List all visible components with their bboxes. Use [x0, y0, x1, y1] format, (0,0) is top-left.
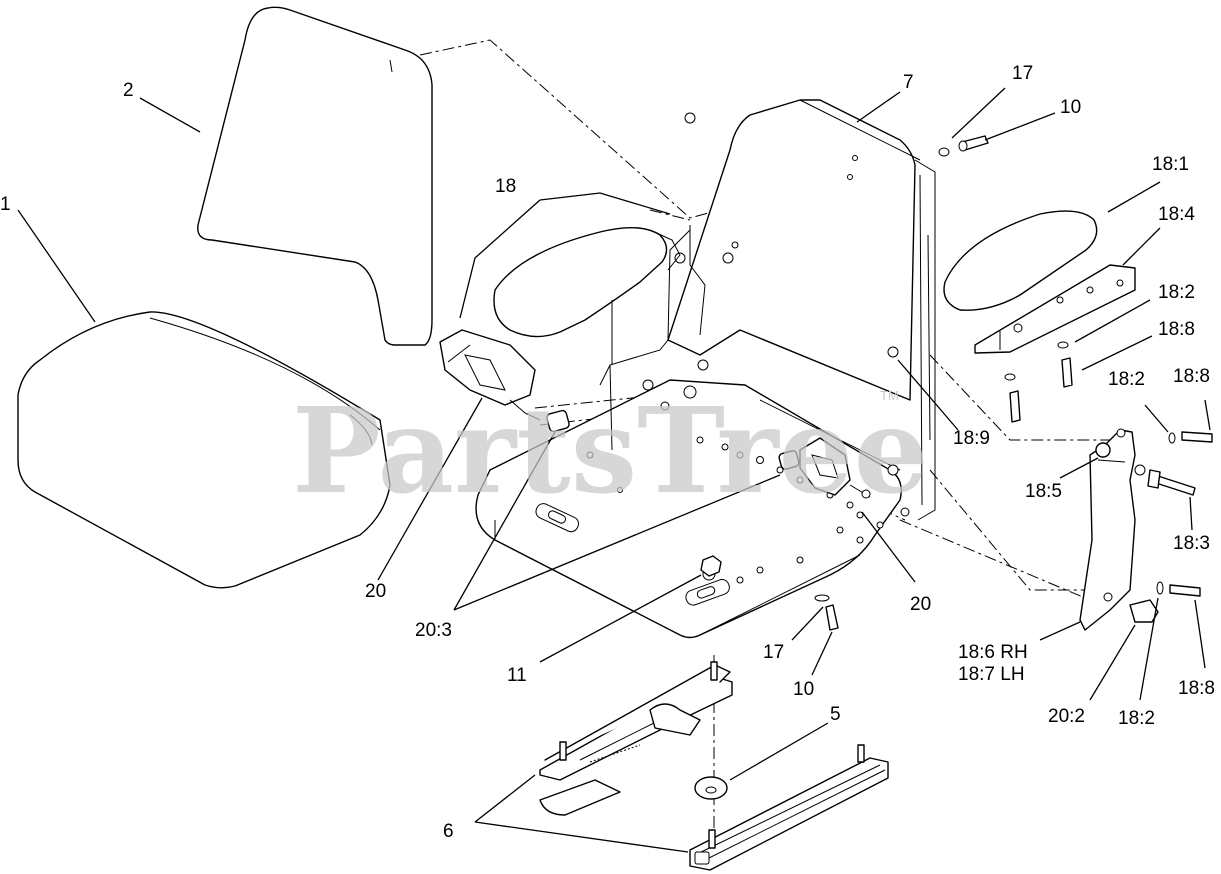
callout-10-lower: 10 — [793, 679, 814, 700]
callout-18-5: 18:5 — [1025, 481, 1062, 502]
callout-20-left: 20 — [365, 581, 386, 602]
callout-18-4: 18:4 — [1158, 204, 1195, 225]
seatbelt-right — [778, 437, 871, 499]
watermark-text: PartsTree — [292, 381, 929, 520]
callout-labels: 1 2 7 17 10 18 18:1 18:4 18:2 18:8 18:2 … — [0, 63, 1215, 842]
callout-18-8-middle: 18:8 — [1173, 366, 1210, 387]
armrest-support — [1079, 428, 1146, 631]
callout-1: 1 — [0, 194, 11, 215]
callout-18-7-lh: 18:7 LH — [958, 664, 1025, 685]
callout-18-2-lower: 18:2 — [1118, 708, 1155, 729]
armrest-right — [943, 210, 1136, 354]
seat-bottom-cushion — [17, 311, 391, 589]
callout-20-3: 20:3 — [415, 620, 452, 641]
callout-18-8-lower: 18:8 — [1178, 678, 1215, 699]
callout-11: 11 — [507, 665, 527, 686]
seat-back-cushion — [197, 6, 433, 346]
callout-18-6-rh: 18:6 RH — [958, 642, 1028, 663]
hardware — [694, 135, 1213, 800]
seat-frame — [475, 99, 936, 639]
callout-20-2: 20:2 — [1048, 706, 1085, 727]
watermark-trademark: TM — [880, 388, 899, 403]
callout-18-2-middle: 18:2 — [1108, 369, 1145, 390]
callout-5: 5 — [830, 704, 841, 725]
callout-6: 6 — [443, 821, 454, 842]
callout-18: 18 — [495, 176, 516, 197]
leader-lines — [17, 87, 1211, 853]
callout-17: 17 — [1012, 63, 1033, 84]
callout-17-lower: 17 — [763, 642, 784, 663]
callout-18-2-upper: 18:2 — [1158, 282, 1195, 303]
callout-7: 7 — [903, 72, 914, 93]
callout-20-right: 20 — [910, 594, 931, 615]
callout-10: 10 — [1060, 97, 1081, 118]
watermark: PartsTree TM — [292, 381, 929, 520]
seatbelt-left — [439, 329, 570, 433]
armrest-left — [493, 227, 681, 365]
callout-18-9: 18:9 — [953, 428, 990, 449]
callout-2: 2 — [123, 80, 134, 101]
seat-slide-rails — [539, 661, 889, 871]
callout-18-1: 18:1 — [1152, 154, 1189, 175]
callout-18-3: 18:3 — [1173, 533, 1210, 554]
callout-18-8-upper: 18:8 — [1158, 319, 1195, 340]
